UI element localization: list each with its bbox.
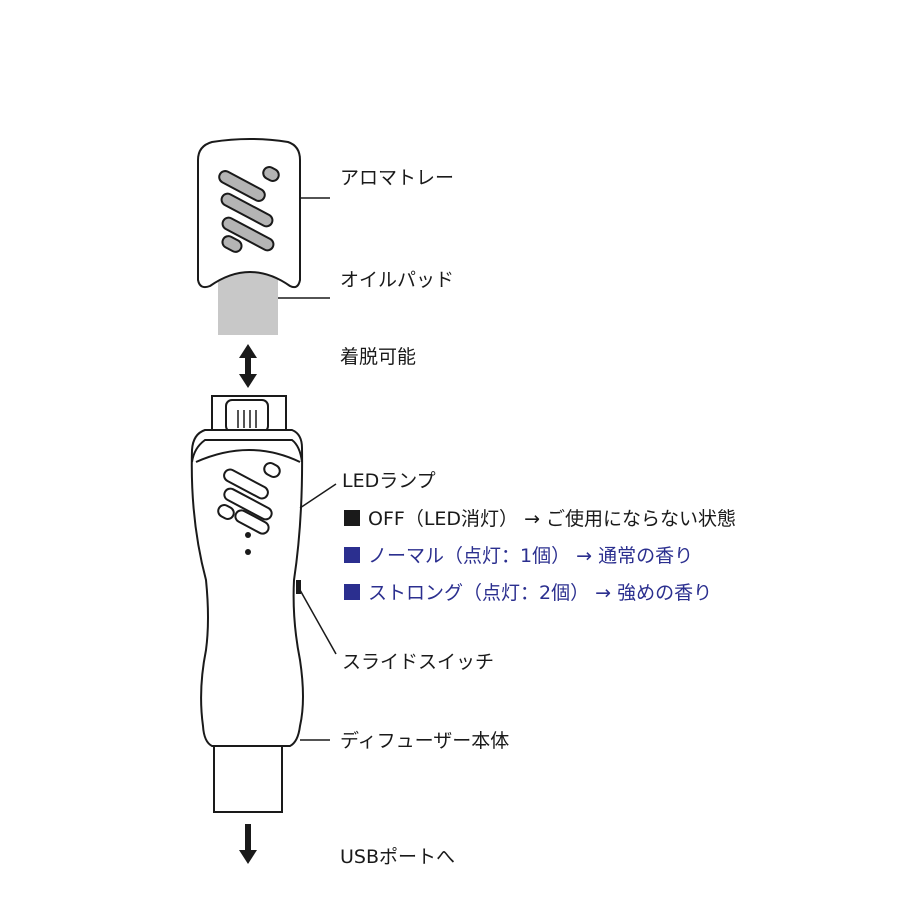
leader-lines (278, 197, 337, 741)
aroma-tray-label: アロマトレー (340, 167, 455, 189)
usb-plug (213, 745, 283, 813)
diffuser-body (190, 395, 304, 747)
led-mode-strong: ストロング（点灯：2個） → 強めの香り (344, 582, 712, 604)
led-mode-normal-text: ノーマル（点灯：1個） → 通常の香り (368, 545, 694, 567)
oil-pad-label: オイルパッド (340, 269, 455, 291)
double-arrow-icon (239, 344, 257, 388)
diffuser-body-label: ディフューザー本体 (340, 730, 510, 752)
aroma-tray (197, 138, 301, 289)
slide-switch-label: スライドスイッチ (342, 651, 495, 673)
led-mode-normal: ノーマル（点灯：1個） → 通常の香り (344, 545, 693, 567)
led-mode-off-text: OFF（LED消灯） → ご使用にならない状態 (368, 508, 737, 530)
down-arrow-icon (239, 824, 257, 864)
square-bullet-icon (344, 584, 360, 600)
square-bullet-icon (344, 510, 360, 526)
led-lamp-label: LEDランプ (342, 470, 436, 492)
usb-port-label: USBポートへ (340, 846, 456, 868)
detachable-label: 着脱可能 (340, 346, 417, 368)
square-bullet-icon (344, 547, 360, 563)
led-mode-strong-text: ストロング（点灯：2個） → 強めの香り (368, 582, 713, 604)
led-mode-off: OFF（LED消灯） → ご使用にならない状態 (344, 508, 736, 530)
